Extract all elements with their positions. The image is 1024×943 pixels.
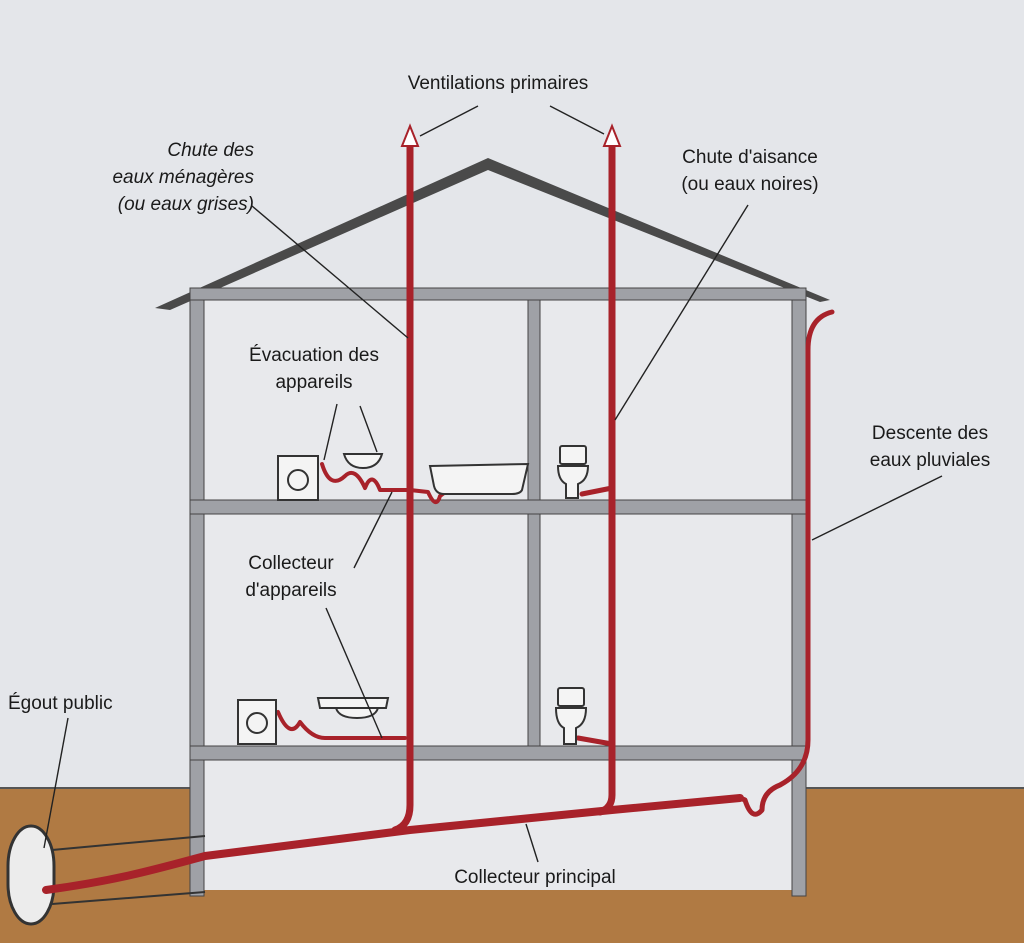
leader-egout (43, 717, 69, 849)
washing-machine-upper (277, 455, 319, 501)
vent-arrow-right (602, 123, 622, 147)
bath-drain (408, 488, 450, 504)
sewer-link-lines (51, 835, 206, 905)
toilet-upper (556, 445, 590, 499)
label-egout-public: Égout public (8, 693, 113, 714)
leader-collecteur-1 (353, 491, 393, 569)
roof-beam (189, 287, 807, 301)
leader-collecteur-principal (525, 823, 539, 863)
vent-arrows (400, 123, 622, 147)
label-collecteur-appareils-line-1: Collecteur (248, 553, 334, 574)
label-collecteur-appareils-line-2: d'appareils (245, 580, 337, 601)
partition-upper (527, 299, 541, 501)
house-interior (198, 300, 798, 890)
leader-vent-right (549, 105, 605, 135)
label-chute-menageres-line-1: Chute des (167, 140, 254, 161)
leader-vent-left (419, 105, 479, 137)
leader-descente (811, 475, 943, 541)
label-chute-aisance: Chute d'aisance (ou eaux noires) (650, 144, 850, 198)
label-chute-eaux-menageres: Chute des eaux ménagères (ou eaux grises… (40, 137, 254, 218)
lower-fixture-drain (276, 710, 407, 740)
floor-2 (189, 499, 807, 515)
label-chute-aisance-line-1: Chute d'aisance (682, 147, 818, 168)
descente-pluviale-pipe (737, 309, 835, 817)
collecteur-principal-pipe (42, 794, 744, 894)
chute-aisance-pipe (596, 142, 616, 816)
vent-arrow-left (400, 123, 420, 147)
upper-wc-drain (579, 485, 615, 497)
fixtures (237, 445, 590, 745)
label-descente-eaux-pluviales: Descente des eaux pluviales (838, 420, 1022, 474)
label-collecteur-principal: Collecteur principal (454, 867, 616, 888)
label-descente-line-2: eaux pluviales (869, 450, 991, 471)
leader-evacuation-1 (323, 403, 338, 461)
label-chute-menageres-line-3: (ou eaux grises) (117, 194, 254, 215)
chute-menageres-pipe (391, 142, 414, 834)
label-chute-menageres-line-2: eaux ménagères (112, 167, 254, 188)
left-wall (189, 295, 205, 897)
leader-chute-aisance (614, 204, 749, 421)
label-descente-line-1: Descente des (871, 423, 989, 444)
label-evacuation-line-1: Évacuation des (249, 345, 379, 366)
sink-upper (342, 453, 384, 470)
label-evacuation-appareils: Évacuation des appareils (212, 342, 416, 396)
bathtub (428, 462, 530, 495)
red-pipes (42, 142, 835, 894)
floor-1 (189, 745, 807, 761)
leader-chute-menageres (251, 205, 409, 339)
leader-evacuation-2 (359, 405, 378, 453)
lower-wc-drain (575, 735, 615, 747)
label-ventilations-primaires: Ventilations primaires (407, 73, 589, 94)
upper-fixture-drain (320, 462, 412, 492)
washing-machine-lower (237, 699, 277, 745)
toilet-lower (554, 687, 588, 745)
partition-middle (527, 513, 541, 747)
right-wall (791, 289, 807, 897)
label-evacuation-line-2: appareils (275, 372, 353, 393)
leader-collecteur-2 (325, 607, 383, 739)
leader-lines (43, 105, 943, 863)
sink-lower (316, 697, 390, 720)
walls (189, 287, 807, 897)
label-chute-aisance-line-2: (ou eaux noires) (681, 174, 819, 195)
sewer-oval (6, 824, 56, 926)
label-collecteur-appareils: Collecteur d'appareils (206, 550, 376, 604)
